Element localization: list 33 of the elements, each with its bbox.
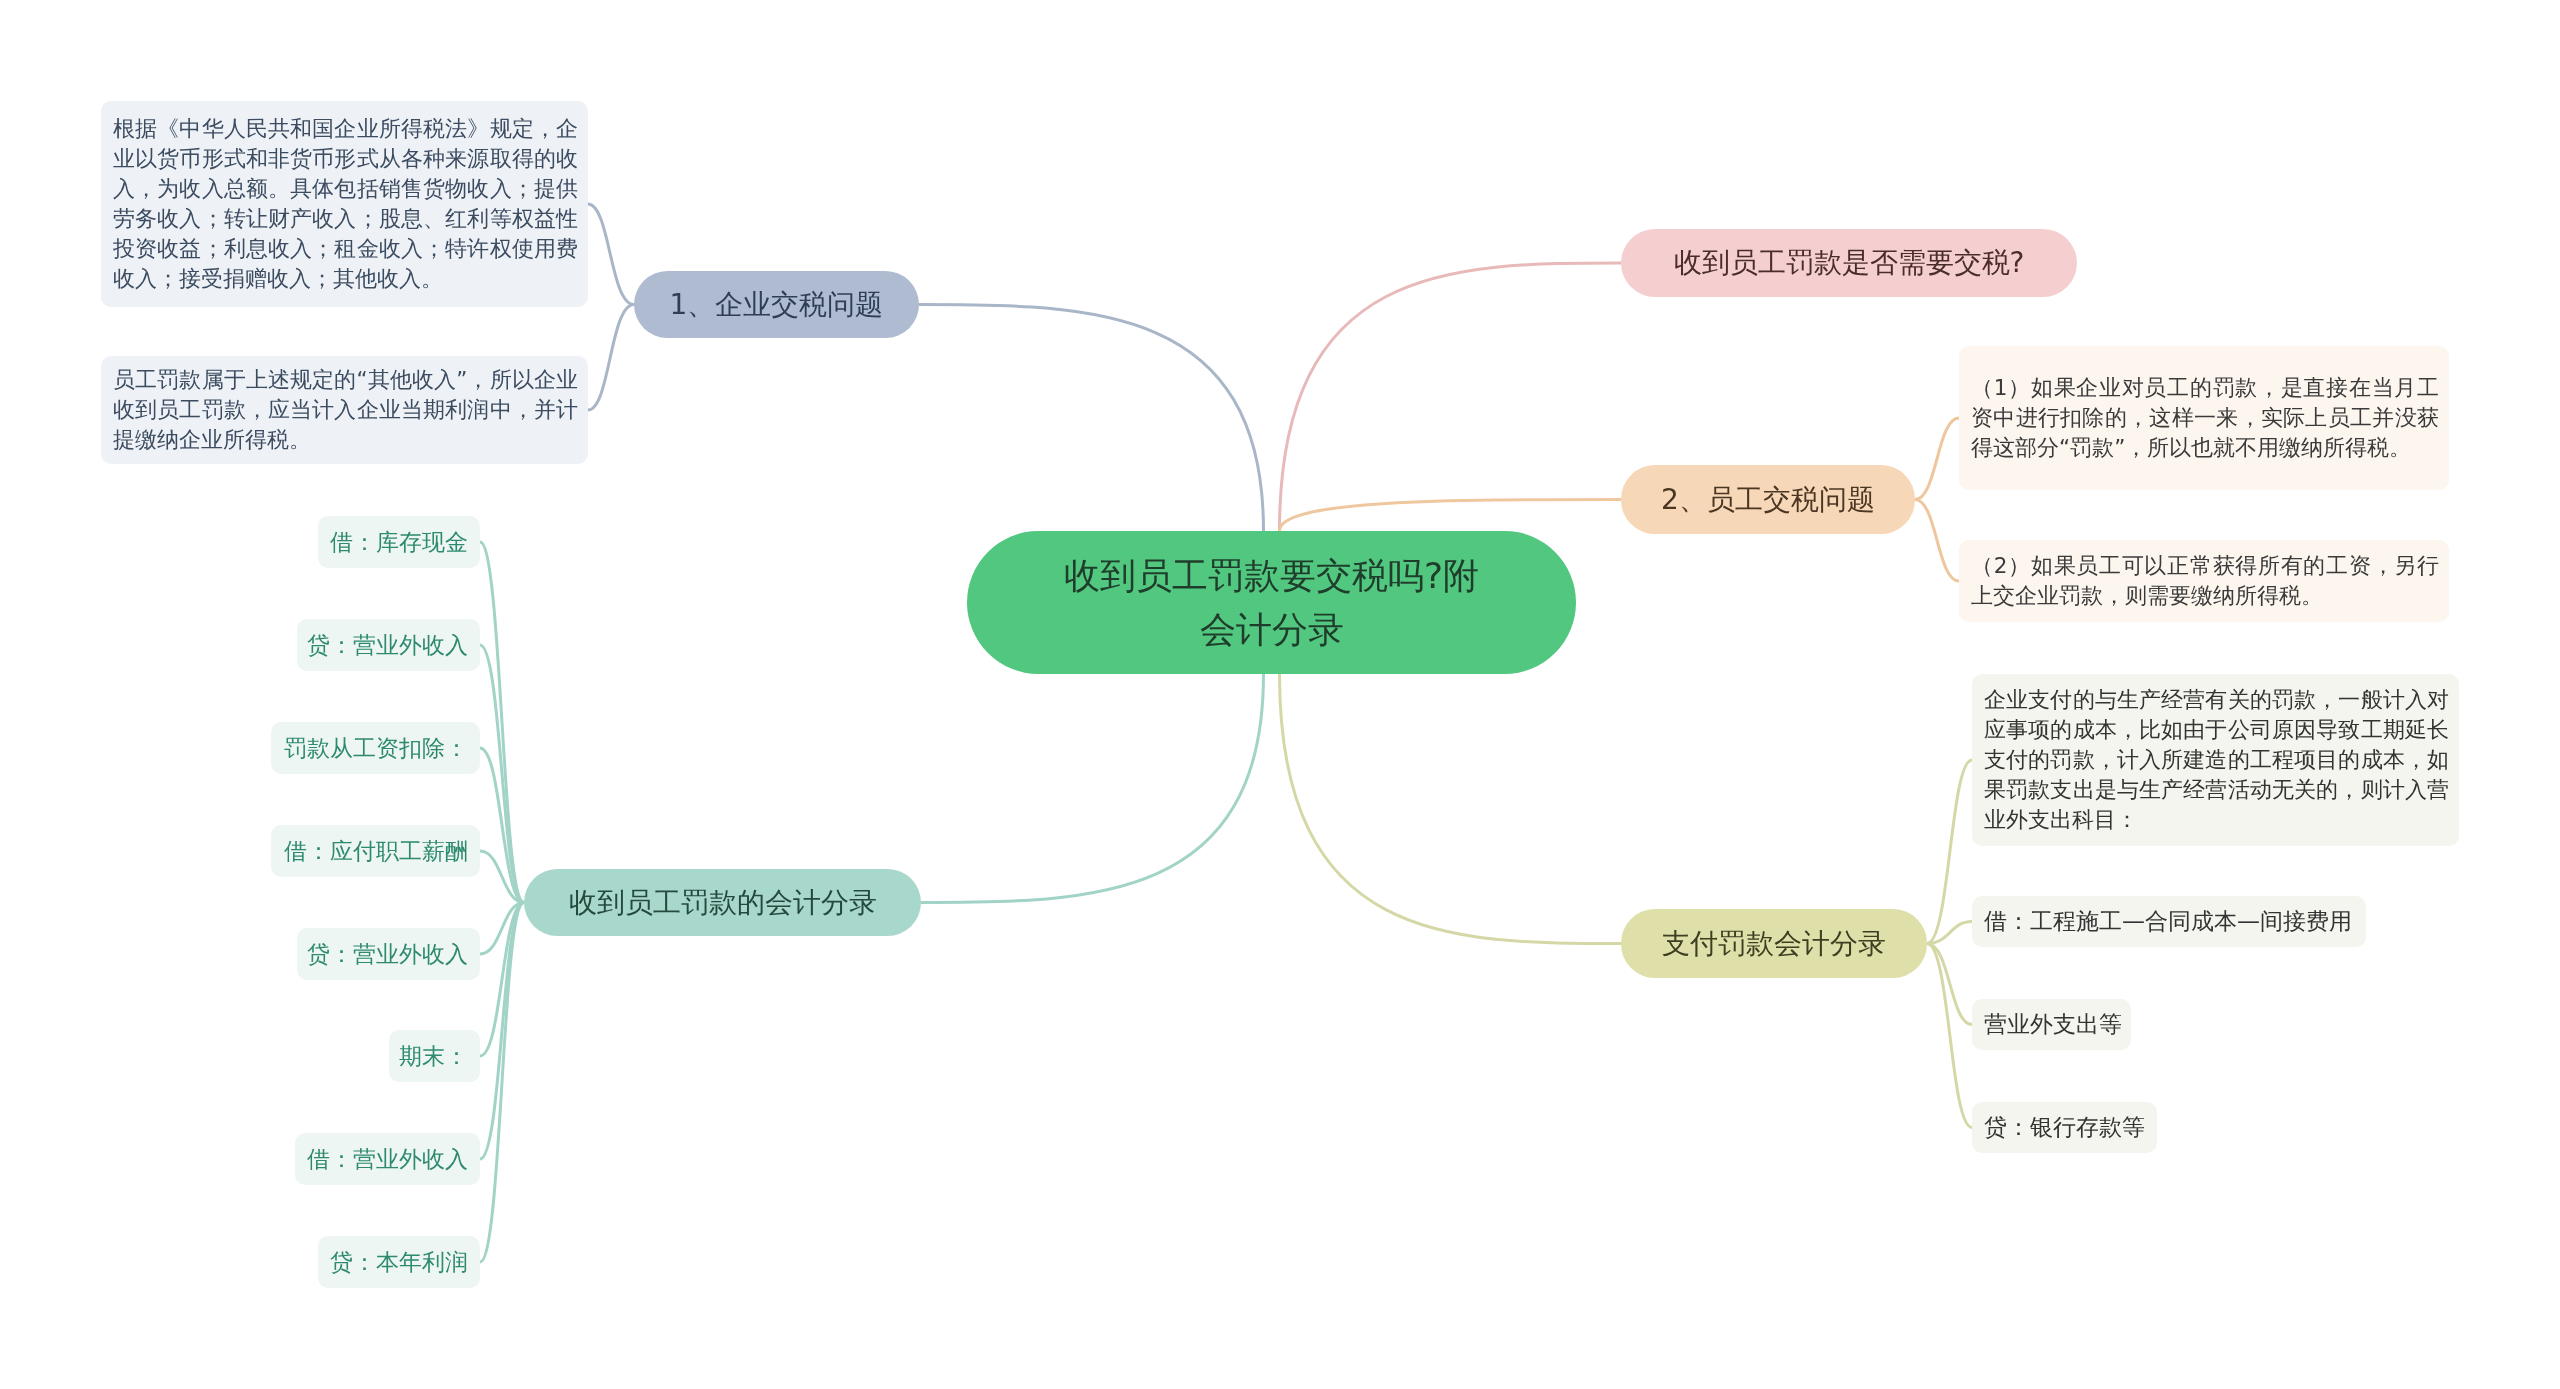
- entry-box: 期末：: [389, 1030, 480, 1082]
- note-box: 企业支付的与生产经营有关的罚款，一般计入对应事项的成本，比如由于公司原因导致工期延长支付的罚款，计入所建造的工程项目的成本，如果罚款支出是与生产经营活动无关的，则计入营业外支出科目：: [1972, 674, 2459, 846]
- connector: [1914, 498, 1960, 583]
- note-box: 根据《中华人民共和国企业所得税法》规定，企业以货币形式和非货币形式从各种来源取得的收入，为收入总额。具体包括销售货物收入；提供劳务收入；转让财产收入；股息、红利等权益性投资收益；利息收入；租金收入；特许权使用费收入；接受捐赠收入；其他收入。: [101, 101, 588, 307]
- entry-box: 罚款从工资扣除：: [271, 722, 480, 774]
- connector: [921, 673, 1265, 904]
- entry-box: 借：营业外收入: [295, 1133, 480, 1185]
- entry-box: 借：应付职工薪酬: [271, 825, 480, 877]
- topic-box: 收到员工罚款是否需要交税?: [1621, 229, 2077, 297]
- entry-box: 贷：营业外收入: [297, 928, 480, 980]
- entry-box: 借：工程施工—合同成本—间接费用: [1972, 896, 2366, 947]
- connector: [587, 303, 635, 412]
- connector: [478, 901, 526, 1263]
- note-box: 员工罚款属于上述规定的“其他收入”，所以企业收到员工罚款，应当计入企业当期利润中，并计提缴纳企业所得税。: [101, 356, 588, 464]
- central-topic: 收到员工罚款要交税吗?附会计分录: [967, 531, 1576, 674]
- entry-box: 贷：本年利润: [318, 1236, 480, 1288]
- entry-box: 贷：银行存款等: [1972, 1102, 2157, 1153]
- topic-box: 2、员工交税问题: [1621, 465, 1915, 534]
- topic-box: 支付罚款会计分录: [1621, 909, 1927, 978]
- note-box: （1）如果企业对员工的罚款，是直接在当月工资中进行扣除的，这样一来，实际上员工并没获得这部分“罚款”，所以也就不用缴纳所得税。: [1959, 346, 2449, 490]
- connector: [1914, 416, 1960, 501]
- connector: [1926, 942, 1973, 1129]
- entry-box: 借：库存现金: [318, 516, 480, 568]
- entry-box: 贷：营业外收入: [297, 619, 480, 671]
- connector: [1926, 758, 1973, 945]
- note-box: （2）如果员工可以正常获得所有的工资，另行上交企业罚款，则需要缴纳所得税。: [1959, 540, 2449, 622]
- connector: [587, 202, 635, 306]
- topic-box: 收到员工罚款的会计分录: [524, 869, 921, 936]
- connector: [1278, 498, 1621, 532]
- entry-box: 营业外支出等: [1972, 999, 2131, 1050]
- connector: [919, 303, 1265, 532]
- topic-box: 1、企业交税问题: [634, 271, 919, 338]
- connector: [1278, 673, 1621, 945]
